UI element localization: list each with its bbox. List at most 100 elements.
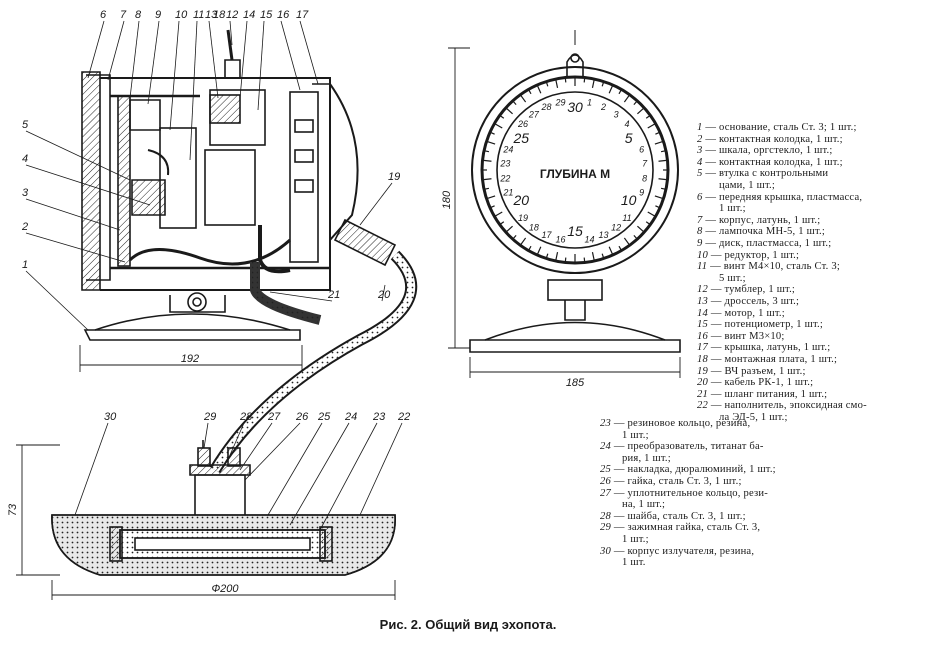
callout-number: 1: [22, 259, 28, 271]
legend-item: 12 — тумблер, 1 шт.;: [697, 284, 795, 296]
legend-item-text: — диск, пластмасса, 1 шт.;: [705, 238, 832, 249]
legend-item-text: — винт М4×10, сталь Ст. 3;: [710, 261, 841, 273]
legend-item: 1 шт.: [622, 557, 646, 569]
legend-item: 1 — основание, сталь Ст. 3; 1 шт.;: [697, 122, 857, 134]
legend-item: 17 — крышка, латунь, 1 шт.;: [697, 342, 830, 354]
callout-leader: [74, 422, 109, 516]
legend-item-text: 1 шт.;: [622, 534, 649, 545]
legend-item-text: — контактная колодка, 1 шт.;: [705, 156, 843, 168]
legend-item-text: — потенциометр, 1 шт.;: [710, 319, 824, 331]
dial-tick: [654, 140, 664, 145]
legend-item-number: 27: [600, 487, 614, 499]
dial-tick: [647, 122, 656, 129]
callout-number: 7: [120, 9, 127, 21]
reductor: [159, 127, 197, 229]
callout-number: 15: [260, 9, 273, 21]
legend-item-text: — корпус, латунь, 1 шт.;: [705, 214, 821, 226]
dial-tick: [527, 245, 532, 251]
figure-caption: Рис. 2. Общий вид эхопота.: [379, 617, 557, 632]
legend-item: 14 — мотор, 1 шт.;: [697, 308, 785, 320]
legend-item: 23 — резиновое кольцо, резина,: [600, 418, 750, 430]
toggle-switch: [224, 59, 241, 78]
legend-item-number: 1: [697, 122, 706, 133]
legend-item-text: рия, 1 шт.;: [622, 452, 671, 464]
callout-leader: [25, 232, 126, 263]
dial-tick: [536, 246, 542, 256]
legend-item: 5 — втулка с контрольными: [697, 168, 828, 180]
callout-number: 17: [296, 9, 309, 21]
legend-item-number: 26: [600, 476, 614, 487]
dial-tick: [623, 94, 631, 103]
base-dome: [94, 313, 291, 331]
dial-tick: [512, 100, 517, 106]
dial-number: 12: [611, 223, 621, 233]
legend-item-text: — накладка, дюралюминий, 1 шт.;: [613, 464, 776, 476]
dial-tick: [499, 114, 505, 119]
legend-item-text: — наполнитель, эпоксидная смо-: [710, 400, 867, 412]
dial-outer-ring: [471, 66, 679, 274]
dial-tick: [618, 245, 623, 251]
legend-item-number: 22: [697, 400, 711, 412]
dial-tick: [591, 78, 595, 88]
legend-item: на, 1 шт.;: [622, 499, 665, 511]
callout-leader: [203, 422, 209, 449]
rear-cover: [329, 83, 359, 241]
callout-number: 16: [277, 9, 290, 21]
callout-leader: [239, 20, 248, 99]
legend-item: 4 — контактная колодка, 1 шт.;: [697, 157, 843, 169]
dial-tick: [637, 107, 645, 115]
legend-item: 18 — монтажная плата, 1 шт.;: [697, 354, 837, 366]
legend-item-number: 7: [697, 214, 706, 226]
callout-leader: [87, 20, 105, 79]
callout-number: 5: [22, 119, 29, 131]
legend-item: рия, 1 шт.;: [622, 453, 671, 465]
dim-73: 73: [7, 503, 19, 516]
dial-number: 17: [542, 230, 553, 240]
legend-item-text: — шланг питания, 1 шт.;: [710, 388, 828, 400]
legend-item: 16 — винт М3×10;: [697, 331, 785, 343]
dial-tick: [512, 234, 517, 240]
dial-tick: [658, 178, 668, 181]
legend-item-text: — гайка, сталь Ст. 3, 1 шт.;: [613, 476, 742, 487]
legend-item-text: — шайба, сталь Ст. 3, 1 шт.;: [613, 510, 746, 522]
dial-number: 8: [642, 173, 647, 183]
legend-item: 9 — диск, пластмасса, 1 шт.;: [697, 238, 831, 250]
legend-item: 20 — кабель РК-1, 1 шт.;: [697, 377, 813, 389]
callout-number: 21: [327, 289, 340, 301]
dial-number: 10: [621, 192, 637, 208]
dial-tick: [564, 257, 567, 263]
dial-number: 24: [502, 144, 513, 154]
dial-number: 16: [555, 234, 565, 244]
legend-item: 22 — наполнитель, эпоксидная смо-: [697, 400, 867, 412]
legend-item-text: — контактная колодка, 1 шт.;: [705, 133, 843, 145]
callout-number: 13: [205, 9, 218, 21]
dial-tick: [608, 84, 614, 94]
legend-item: 7 — корпус, латунь, 1 шт.;: [697, 215, 820, 227]
callout-leader: [359, 182, 393, 226]
legend-item-text: — крышка, латунь, 1 шт.;: [710, 342, 831, 354]
front-cover: [81, 71, 101, 291]
dial-ticks: [482, 77, 668, 263]
callout-number: 22: [397, 411, 410, 423]
legend-item: 5 шт.;: [719, 273, 746, 285]
legend-item-number: 25: [600, 464, 614, 476]
legend-item: 30 — корпус излучателя, резина,: [600, 546, 754, 558]
callout-number: 18: [213, 9, 226, 21]
dial-tick: [494, 122, 503, 129]
front-base: [469, 339, 681, 353]
legend-item-number: 29: [600, 522, 614, 534]
legend-item-number: 8: [697, 226, 706, 238]
dial-number: 11: [622, 213, 631, 223]
dial-tick: [482, 178, 492, 181]
legend-item: 1 шт.;: [622, 430, 649, 442]
legend-item-text: — резиновое кольцо, резина,: [613, 418, 751, 429]
dial-number: 21: [502, 188, 513, 198]
dial-tick: [545, 81, 549, 87]
callout-number: 6: [100, 9, 107, 21]
callout-number: 19: [388, 171, 400, 183]
legend-item-number: 23: [600, 418, 614, 429]
legend-item-text: цами, 1 шт.;: [719, 180, 775, 191]
dial-tick: [654, 195, 664, 200]
callout-number: 11: [193, 9, 204, 21]
callout-leader: [25, 270, 89, 331]
